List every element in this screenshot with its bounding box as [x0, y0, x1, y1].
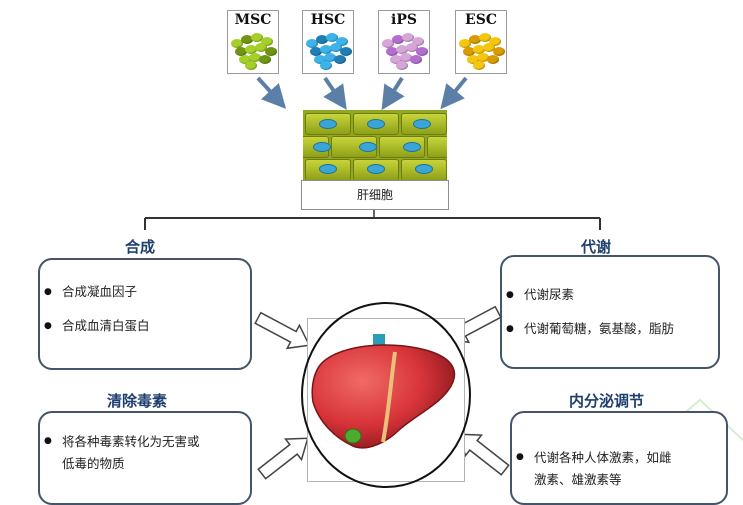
stem-cell-dot — [406, 43, 418, 52]
metabolism-item: 代谢葡萄糖，氨基酸，脂肪 — [502, 319, 718, 339]
stem-cell-dot — [396, 61, 408, 70]
hepatocyte-label: 肝细胞 — [301, 180, 449, 210]
stem-cell-dot — [489, 37, 501, 46]
detox-item: 将各种毒素转化为无害或 — [40, 431, 250, 453]
stem-cell-dot — [306, 39, 318, 48]
ips-label: iPS — [391, 12, 417, 28]
stem-cell-dot — [245, 61, 257, 70]
stem-cell-dot — [310, 47, 322, 56]
hsc-arrow-icon — [323, 76, 347, 110]
hsc-cell-box: HSC — [302, 10, 354, 74]
endocrine-hollow-arrow-icon — [458, 433, 510, 476]
stem-cell-dot — [382, 39, 394, 48]
endocrine-item-continued: 激素、雄激素等 — [534, 472, 622, 487]
esc-cell-cluster-icon — [459, 33, 505, 70]
detox-box: 将各种毒素转化为无害或 低毒的物质 — [38, 411, 252, 505]
liver-icon — [311, 334, 456, 449]
synthesis-item: 合成血清白蛋白 — [40, 316, 250, 336]
msc-cell-cluster-icon — [231, 33, 277, 70]
esc-cell-box: ESC — [455, 10, 507, 74]
msc-label: MSC — [234, 12, 272, 28]
stem-cell-dot — [265, 47, 277, 56]
ips-cell-box: iPS — [378, 10, 430, 74]
stem-cell-dot — [245, 45, 257, 54]
stem-cell-dot — [412, 37, 424, 46]
stem-cell-dot — [326, 33, 338, 42]
stem-cell-dot — [259, 55, 271, 64]
esc-arrow-icon — [440, 76, 468, 110]
stem-cell-dot — [241, 35, 253, 44]
stem-cell-dot — [336, 37, 348, 46]
stem-cell-dot — [463, 47, 475, 56]
stem-cell-dot — [314, 55, 326, 64]
stem-cell-dot — [416, 47, 428, 56]
stem-cell-dot — [340, 47, 352, 56]
stem-cell-dot — [493, 47, 505, 56]
stem-cell-dot — [231, 39, 243, 48]
stem-cell-dot — [487, 55, 499, 64]
stem-cell-dot — [239, 55, 251, 64]
stem-cell-dot — [255, 43, 267, 52]
stem-cell-dot — [316, 35, 328, 44]
stem-cell-dot — [400, 53, 412, 62]
stem-cell-dot — [467, 55, 479, 64]
esc-label: ESC — [465, 12, 497, 28]
stem-cell-dot — [483, 43, 495, 52]
stem-cell-dot — [396, 45, 408, 54]
ips-arrow-icon — [381, 76, 405, 111]
stem-cell-dot — [261, 37, 273, 46]
msc-cell-box: MSC — [227, 10, 279, 74]
hepatocyte-tissue-image — [303, 110, 447, 180]
stem-cell-dot — [459, 39, 471, 48]
hsc-cell-cluster-icon — [306, 33, 352, 70]
stem-cell-dot — [249, 53, 261, 62]
stem-cell-dot — [324, 53, 336, 62]
detox-hollow-arrow-icon — [257, 437, 309, 480]
metabolism-item: 代谢尿素 — [502, 285, 718, 305]
stem-cell-dot — [469, 35, 481, 44]
ips-cell-cluster-icon — [382, 33, 428, 70]
synthesis-hollow-arrow-icon — [254, 311, 311, 350]
endocrine-item: 代谢各种人体激素，如雌 — [512, 447, 726, 469]
endocrine-box: 代谢各种人体激素，如雌 激素、雄激素等 — [510, 411, 728, 505]
stem-cell-dot — [235, 47, 247, 56]
stem-cell-dot — [251, 33, 263, 42]
hsc-label: HSC — [310, 12, 346, 28]
msc-arrow-icon — [256, 76, 287, 109]
stem-cell-dot — [473, 61, 485, 70]
endocrine-title: 内分泌调节 — [569, 392, 645, 410]
synthesis-item: 合成凝血因子 — [40, 282, 250, 302]
detox-item-continued: 低毒的物质 — [62, 456, 125, 471]
stem-cell-dot — [392, 35, 404, 44]
metabolism-title: 代谢 — [581, 238, 612, 256]
stem-cell-dot — [473, 45, 485, 54]
stem-cell-dot — [390, 55, 402, 64]
stem-cell-dot — [477, 53, 489, 62]
stem-cell-dot — [334, 55, 346, 64]
stem-cell-dot — [402, 33, 414, 42]
stem-cell-dot — [320, 61, 332, 70]
stem-cell-dot — [479, 33, 491, 42]
synthesis-title: 合成 — [125, 238, 156, 256]
stem-cell-dot — [410, 55, 422, 64]
synthesis-box: 合成凝血因子 合成血清白蛋白 — [38, 258, 252, 370]
metabolism-box: 代谢尿素 代谢葡萄糖，氨基酸，脂肪 — [500, 255, 720, 369]
stem-cell-dot — [386, 47, 398, 56]
detox-title: 清除毒素 — [107, 392, 168, 410]
stem-cell-dot — [330, 43, 342, 52]
stem-cell-dot — [320, 45, 332, 54]
